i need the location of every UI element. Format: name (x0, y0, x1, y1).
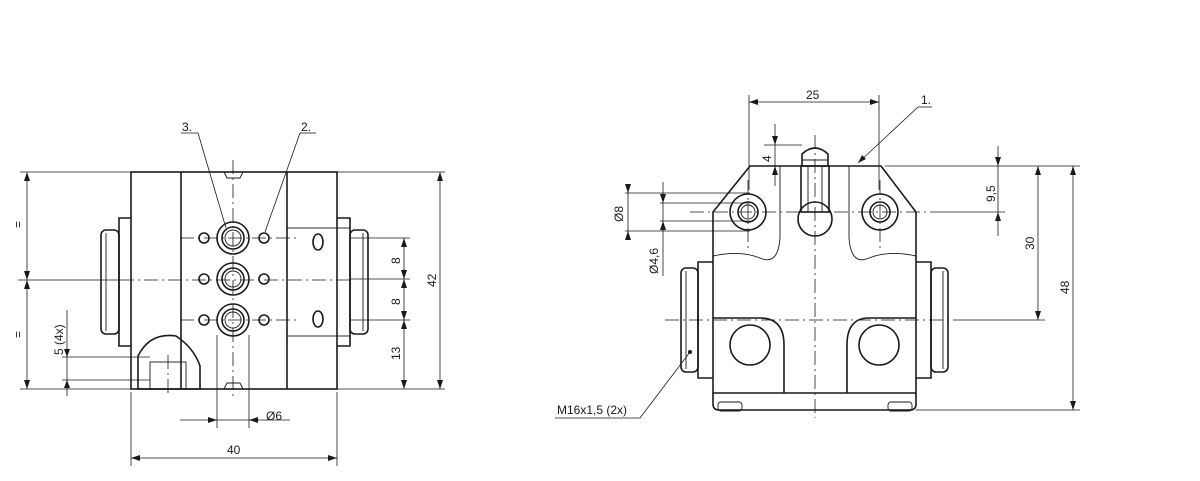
callout-3: 3. (182, 120, 192, 134)
dim-height: 42 (425, 273, 439, 287)
right-body-outline (712, 165, 917, 394)
dim-pitch-upper: 8 (389, 257, 403, 264)
dim-eq-lower: = (11, 331, 25, 338)
left-body-outline (130, 171, 338, 390)
small-holes (198, 232, 270, 326)
dim-pitch-lower: 8 (389, 298, 403, 305)
callout-1: 1. (921, 93, 931, 107)
dim-width: 40 (227, 443, 241, 457)
right-view: 25 4 1. Ø8 Ø4,6 9,5 (555, 88, 1080, 419)
terminal-hole-3 (216, 303, 250, 337)
dim-30: 30 (1023, 236, 1037, 250)
terminal-hole-2 (216, 262, 250, 296)
left-boss (100, 217, 131, 347)
section-hatch (137, 334, 201, 390)
callout-2: 2. (301, 120, 311, 134)
thread-label: M16x1,5 (2x) (557, 403, 627, 417)
dim-hole: Ø6 (266, 409, 282, 423)
dim-mount: 5 (4x) (52, 324, 66, 355)
dim-48: 48 (1058, 280, 1072, 294)
right-boss (286, 217, 369, 347)
terminal-hole-1 (216, 221, 250, 255)
dim-bottom: 13 (389, 346, 403, 360)
dim-eq-upper: = (11, 221, 25, 228)
left-view: 3. 2. = = 5 (4x) 8 8 13 (11, 120, 445, 466)
dim-9-5: 9,5 (984, 185, 998, 202)
dim-dia8: Ø8 (612, 206, 626, 222)
dim-dia46: Ø4,6 (647, 248, 661, 274)
dim-4: 4 (760, 155, 774, 162)
dim-25: 25 (806, 88, 820, 102)
